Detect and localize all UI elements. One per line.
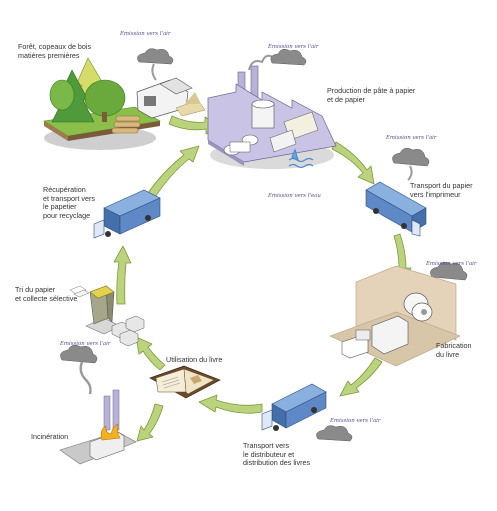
emission-cloud-icon [392,147,430,181]
emission-cloud-icon [137,48,174,81]
emission-label: Emission vers l'air [60,341,111,347]
arrow-sorting-to-recovery [113,245,132,305]
emission-cloud-icon [316,425,353,442]
pulp-factory-icon [207,65,337,169]
stage-label-recovery: Récupération et transport vers le papeti… [43,185,95,220]
arrow-pulp-to-transport [331,141,375,185]
log-pile-icon [111,115,141,134]
recycling-bin-icon [69,285,145,347]
forest-icon [43,57,206,150]
arrow-recovery-to-forest [145,145,200,200]
open-book-icon [149,365,221,399]
emission-cloud-icon [248,48,307,71]
arrow-use-to-incineration [136,403,164,442]
stage-label-incineration: Incinération [31,432,69,441]
truck-icon [93,189,161,239]
truck-icon [365,181,427,237]
emission-label: Emission vers l'air [386,135,437,141]
water-emission-icon [288,148,314,169]
stage-label-forest: Forêt, copeaux de bois matières première… [18,42,92,60]
emission-label: Emission vers l'air [330,418,381,424]
stage-label-distribution: Transport vers le distributeur et distri… [243,441,311,468]
smoke-clouds [60,48,468,442]
emission-label: Emission vers l'air [120,31,171,37]
stage-label-pulp: Production de pâte à papier et de papier [327,86,416,104]
printing-press-icon [329,265,461,367]
stage-label-sorting: Tri du papier et collecte sélective [15,285,78,303]
emission-label: Emission vers l'air [426,261,477,267]
emission-label: Emission vers l'air [268,44,319,50]
water-emission-label: Emission vers l'eau [268,193,321,199]
stage-label-transport-printer: Transport du papier vers l'imprimeur [410,181,473,199]
incinerator-icon [59,389,137,465]
truck-icon [261,383,327,431]
wood-chipper-icon [136,77,206,119]
arrow-use-to-sorting [135,336,166,371]
stage-label-use: Utilisation du livre [166,355,223,364]
stage-label-book-making: Fabrication du livre [436,341,472,359]
arrow-book-to-distribution [339,357,383,397]
arrow-distribution-to-use [198,394,263,414]
emission-cloud-icon [60,344,98,395]
